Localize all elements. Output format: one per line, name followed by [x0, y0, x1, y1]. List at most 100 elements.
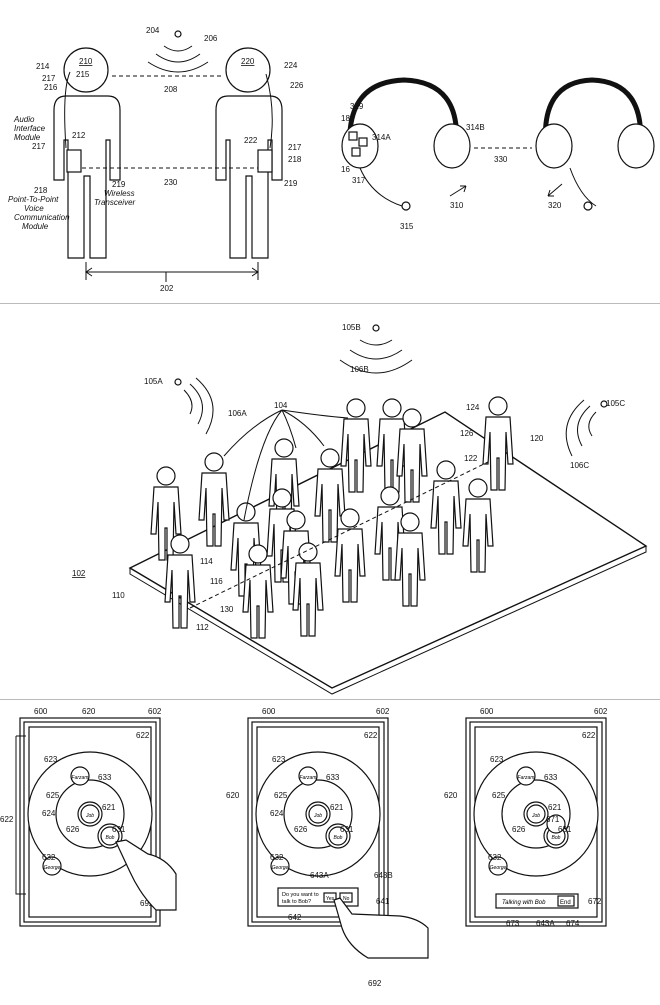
divider-bottom — [0, 699, 660, 700]
crowd-figure-svg: 105B 106B 105A 106A 104 124 126 120 122 … — [72, 323, 648, 695]
ref-106c: 106C — [570, 461, 589, 470]
ref-106a: 106A — [228, 409, 247, 418]
avatar-top-label: Farzam — [72, 775, 89, 781]
ref-631: 631 — [112, 825, 126, 834]
ref-631: 631 — [558, 825, 572, 834]
ref-602: 602 — [376, 707, 390, 716]
ref-104: 104 — [274, 401, 288, 410]
ref-124: 124 — [466, 403, 480, 412]
ref-217-c: 217 — [288, 143, 302, 152]
crowd-people — [150, 396, 514, 639]
ref-219-a: 219 — [112, 180, 126, 189]
ref-217-b: 217 — [32, 142, 46, 151]
ref-105a: 105A — [144, 377, 163, 386]
yes-button[interactable] — [323, 892, 337, 903]
ref-602: 602 — [148, 707, 162, 716]
ref-330: 330 — [494, 155, 508, 164]
ref-317: 317 — [352, 176, 366, 185]
label-p2p-4: Module — [22, 222, 49, 231]
ref-218-a: 218 — [34, 186, 48, 195]
label-p2p-2: Voice — [24, 204, 44, 213]
ref-602: 602 — [594, 707, 608, 716]
ref-112: 112 — [196, 623, 209, 632]
pointing-hand-icon — [333, 897, 429, 959]
ref-625: 625 — [274, 791, 288, 800]
avatar-center[interactable]: Job — [305, 801, 331, 827]
ref-642: 642 — [288, 913, 302, 922]
avatar-center-label: Job — [85, 813, 94, 819]
ref-202: 202 — [160, 284, 174, 293]
ref-620-side: 620 — [226, 791, 240, 800]
label-audio-1: Audio — [13, 115, 35, 124]
yes-button-label: Yes — [326, 896, 335, 902]
ref-622: 622 — [582, 731, 596, 740]
pointing-hand-icon — [115, 839, 177, 911]
ref-600: 600 — [480, 707, 494, 716]
crowd-person — [396, 408, 428, 503]
avatar-extra[interactable] — [546, 814, 566, 834]
label-wireless-1: Wireless — [104, 189, 135, 198]
divider-top — [0, 303, 660, 304]
crowd-person — [340, 398, 372, 493]
avatar-left[interactable]: George — [488, 856, 508, 876]
ref-632: 632 — [488, 853, 502, 862]
module-box-left — [66, 149, 82, 173]
avatar-top[interactable]: Farzam — [298, 766, 318, 786]
avatar-center[interactable]: Job — [523, 801, 549, 827]
ref-692: 692 — [368, 979, 382, 988]
crowd-person — [394, 512, 426, 607]
ref-16: 16 — [341, 165, 350, 174]
ref-623: 623 — [490, 755, 504, 764]
ref-643a: 643A — [536, 919, 555, 928]
ref-623: 623 — [44, 755, 58, 764]
avatar-left-label: George — [272, 865, 289, 871]
ref-219-b: 219 — [284, 179, 298, 188]
ref-102: 102 — [72, 569, 86, 578]
crowd-person — [242, 544, 274, 639]
label-audio-3: Module — [14, 133, 41, 142]
ref-210: 210 — [79, 57, 93, 66]
avatar-center[interactable]: Job — [77, 801, 103, 827]
ref-222: 222 — [244, 136, 258, 145]
headphones-320 — [535, 77, 655, 211]
ref-215: 215 — [76, 70, 90, 79]
dialog-text-1: Do you want to — [282, 892, 319, 898]
ref-620: 620 — [82, 707, 96, 716]
dialog-text-2: talk to Bob? — [282, 899, 311, 905]
avatar-top[interactable]: Farzam — [516, 766, 536, 786]
ref-622: 622 — [364, 731, 378, 740]
ref-626: 626 — [512, 825, 526, 834]
ref-216: 216 — [44, 83, 58, 92]
ref-621: 621 — [330, 803, 344, 812]
end-call-label: End — [560, 900, 571, 906]
ref-110: 110 — [112, 591, 125, 600]
ref-632: 632 — [270, 853, 284, 862]
crowd-person — [374, 486, 406, 581]
ref-621: 621 — [102, 803, 116, 812]
ref-673: 673 — [506, 919, 520, 928]
ref-314a: 314A — [372, 133, 391, 142]
ref-633: 633 — [326, 773, 340, 782]
ref-217-a: 217 — [42, 74, 56, 83]
ref-319: 319 — [350, 102, 364, 111]
avatar-top[interactable]: Farzam — [70, 766, 90, 786]
top-figure-panel: 204 206 208 210 220 214 215 217 216 Audi… — [0, 0, 660, 302]
crowd-person — [430, 460, 462, 555]
ref-18: 18 — [341, 114, 350, 123]
ref-114: 114 — [200, 557, 213, 566]
ref-310: 310 — [450, 201, 464, 210]
person-220-figure — [215, 47, 283, 259]
ref-224: 224 — [284, 61, 298, 70]
end-call-button[interactable] — [557, 895, 575, 907]
avatar-left-label: George — [490, 865, 507, 871]
crowd-person — [230, 502, 262, 597]
avatar-left[interactable]: George — [270, 856, 290, 876]
avatar-left[interactable]: George — [42, 856, 62, 876]
avatar-center-label: Job — [531, 813, 540, 819]
ref-625: 625 — [46, 791, 60, 800]
avatar-selected[interactable]: Bob — [325, 823, 351, 849]
ref-672: 672 — [588, 897, 602, 906]
